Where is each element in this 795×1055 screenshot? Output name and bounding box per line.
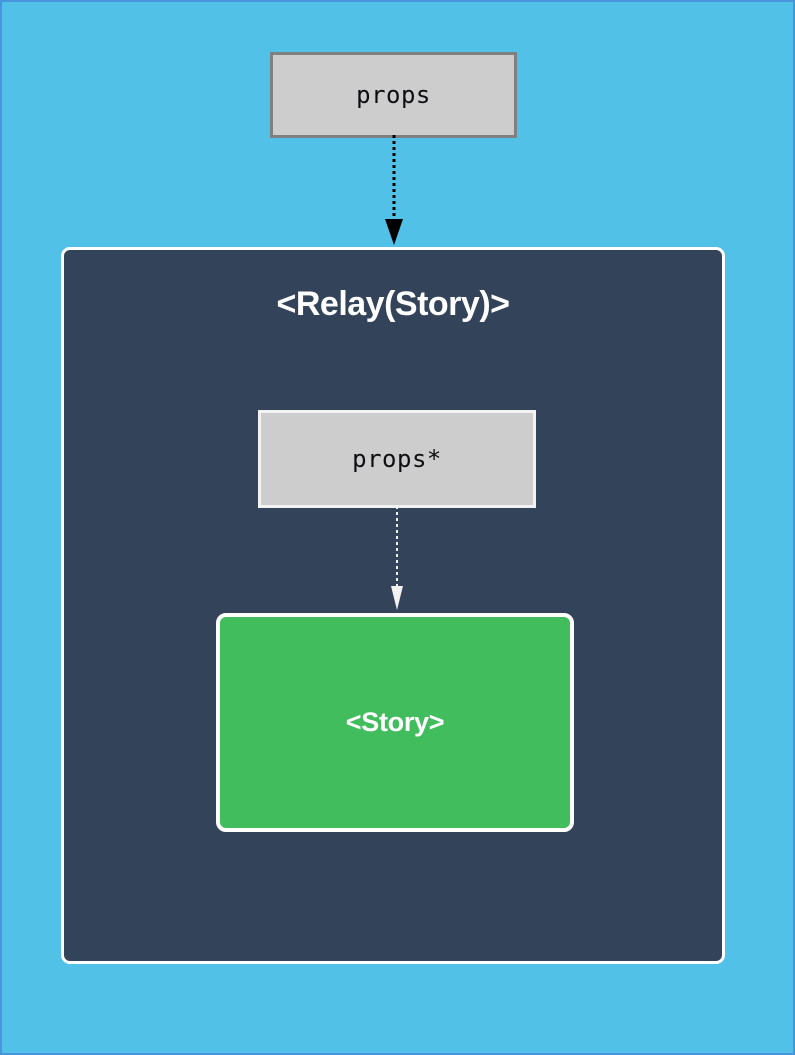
outer-props-label: props	[356, 81, 431, 109]
node-relay-container: <Relay(Story)> props* <Story>	[61, 247, 725, 964]
edge-outer-props-to-relay	[385, 135, 403, 245]
relay-container-title: <Relay(Story)>	[276, 285, 511, 323]
node-outer-props: props	[270, 52, 517, 138]
arrowhead-icon	[391, 586, 403, 610]
edge-inner-props-to-story	[391, 506, 403, 610]
inner-props-label: props*	[352, 445, 442, 473]
arrowhead-icon	[385, 219, 403, 245]
story-label: <Story>	[345, 707, 445, 737]
node-inner-props: props*	[258, 410, 536, 508]
node-story: <Story>	[216, 613, 574, 832]
